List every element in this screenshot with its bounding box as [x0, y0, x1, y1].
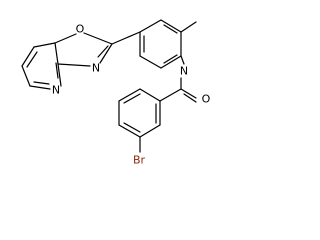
bond [160, 19, 182, 33]
bond [21, 46, 35, 67]
bond [118, 88, 141, 102]
bond [29, 85, 51, 90]
molecule-structure: N O Br O N N [21, 19, 211, 167]
bond [83, 32, 113, 45]
bond [57, 63, 91, 67]
bond [123, 93, 141, 104]
bond [99, 43, 113, 64]
bond [139, 124, 161, 138]
bond [183, 93, 197, 103]
bond [54, 42, 59, 65]
pyridine-nitrogen-label: N [52, 84, 60, 97]
bond [21, 65, 31, 87]
amide-oxygen-label: O [202, 93, 211, 106]
bond [33, 42, 56, 48]
atom-labels: N O Br O N N [52, 23, 211, 167]
bond [180, 21, 197, 33]
bonds [21, 19, 197, 153]
bond [160, 55, 182, 69]
amide-nitrogen-label: N [180, 65, 188, 78]
bond [54, 33, 77, 44]
bond [163, 24, 178, 34]
bond [139, 55, 162, 69]
bond [163, 54, 178, 64]
oxazole-oxygen-label: O [76, 23, 85, 36]
bond [57, 63, 62, 87]
bond [180, 55, 185, 65]
bond [111, 31, 141, 45]
bond [33, 81, 50, 85]
bond [118, 124, 141, 138]
oxazole-nitrogen-label: N [92, 62, 100, 75]
bond [159, 88, 182, 102]
bond [97, 45, 109, 58]
bond [55, 62, 59, 79]
bond [123, 122, 141, 133]
bond [180, 88, 197, 99]
bond [139, 19, 162, 33]
bromo-label: Br [133, 154, 146, 167]
bond [26, 51, 38, 68]
bond [139, 88, 161, 102]
